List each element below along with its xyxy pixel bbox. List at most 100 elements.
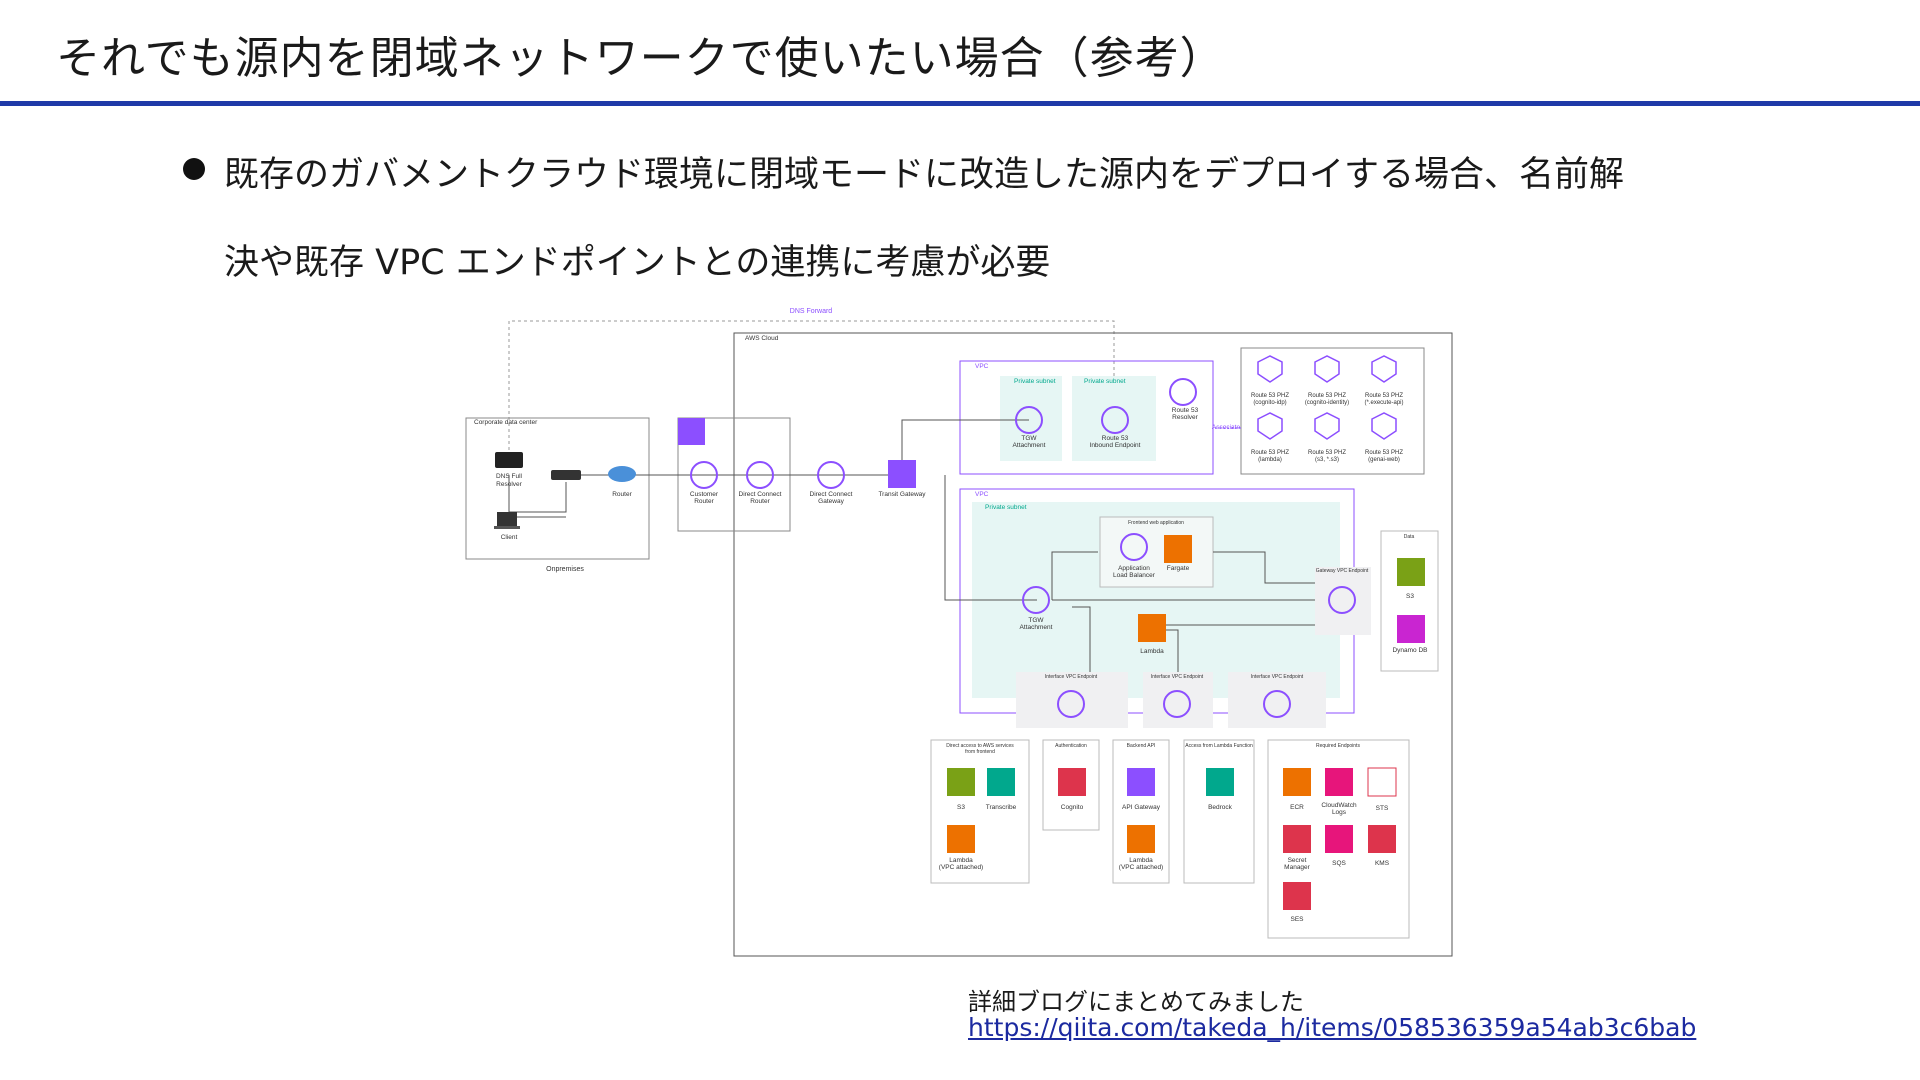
blog-caption: 詳細ブログにまとめてみました (968, 988, 1304, 1016)
fargate-label: Fargate (1167, 565, 1190, 572)
bullet-dot (183, 158, 205, 180)
data-group-label: Data (1404, 534, 1415, 540)
r53-resolver-label-1: Route 53 (1172, 407, 1199, 414)
r53-resolver-label-2: Resolver (1172, 414, 1198, 421)
group-lambda-access-label: Access from Lambda Function (1185, 743, 1253, 749)
link-to-interface-1 (1072, 606, 1091, 672)
phz-group-box (1240, 347, 1425, 475)
cognito-label: Cognito (1061, 804, 1084, 811)
interface-vpce-icon-2 (1163, 690, 1191, 718)
s3-data-icon (1397, 558, 1425, 586)
phz-label-1a: Route 53 PHZ (1251, 393, 1289, 399)
phz-label-3b: (*.execute-api) (1364, 400, 1403, 406)
group-auth (1042, 739, 1100, 831)
phz-label-4a: Route 53 PHZ (1251, 450, 1289, 456)
frontend-app-box (1099, 516, 1214, 588)
lambda-vpc-label-2a: Lambda (1129, 857, 1153, 864)
cloudwatch-logs-label-1: CloudWatch (1321, 802, 1357, 809)
group-auth-label: Authentication (1055, 743, 1087, 749)
vpc-box-top (959, 360, 1214, 475)
s3-label: S3 (957, 804, 965, 811)
cognito-icon (1058, 768, 1086, 796)
alb-label-2: Load Balancer (1113, 572, 1156, 579)
subnet-tgw (1000, 376, 1062, 461)
interface-vpce-label-2: Interface VPC Endpoint (1151, 674, 1204, 680)
lambda-vpc-label-2b: (VPC attached) (1119, 864, 1163, 871)
dc-router-icon (746, 461, 774, 489)
phz-label-4b: (lambda) (1258, 457, 1282, 463)
data-group-box (1380, 530, 1439, 672)
corporate-dc-box (465, 417, 650, 560)
interface-vpce-box-3 (1228, 672, 1326, 728)
phz-label-6a: Route 53 PHZ (1365, 450, 1403, 456)
group-required-label: Required Endpoints (1316, 743, 1360, 749)
phz-icon-cognito-idp (1257, 355, 1283, 383)
dc-gateway-icon (817, 461, 845, 489)
cloudwatch-logs-label-2: Logs (1332, 809, 1347, 816)
client-laptop-icon (494, 512, 520, 529)
link-tgw-vpc-main (944, 475, 1037, 601)
dynamodb-icon (1397, 615, 1425, 643)
phz-icon-cognito-identity (1314, 355, 1340, 383)
corporate-dc-label: Corporate data center (474, 419, 538, 426)
tgw-attachment-main-label-2: Attachment (1020, 624, 1053, 631)
tgw-attachment-main-label-1: TGW (1028, 617, 1044, 624)
group-direct-access (930, 739, 1030, 884)
transit-gateway-label: Transit Gateway (878, 491, 926, 498)
link-to-frontend (1051, 551, 1098, 600)
blog-link[interactable]: https://qiita.com/takeda_h/items/0585363… (968, 1013, 1697, 1042)
bullet-text-line-1: 既存のガバメントクラウド環境に閉域モードに改造した源内をデプロイする場合、名前解 (224, 155, 1625, 195)
dns-full-resolver-label-1: DNS Full (496, 473, 523, 480)
interface-vpce-icon-3 (1263, 690, 1291, 718)
dns-forward-label: DNS Forward (790, 308, 833, 315)
tgw-attachment-top-label-2: Attachment (1013, 442, 1046, 449)
api-gateway-label: API Gateway (1122, 804, 1161, 811)
sts-icon (1367, 767, 1397, 797)
r53-inbound-label-2: Inbound Endpoint (1090, 442, 1141, 449)
phz-icon-genai-web (1371, 412, 1397, 440)
interface-vpce-label-1: Interface VPC Endpoint (1045, 674, 1098, 680)
transcribe-label: Transcribe (986, 804, 1017, 811)
dc-gateway-label-2: Gateway (818, 498, 844, 505)
aws-cloud-label: AWS Cloud (745, 335, 779, 342)
dc-router-label-1: Direct Connect (739, 491, 782, 498)
fargate-icon (1164, 535, 1192, 563)
phz-label-5a: Route 53 PHZ (1308, 450, 1346, 456)
private-subnet-label-3: Private subnet (985, 504, 1027, 511)
kms-label: KMS (1375, 860, 1390, 867)
link-tgw-vpc-top (901, 419, 1029, 475)
lambda-vpc-label-1b: (VPC attached) (939, 864, 983, 871)
router-label: Router (612, 491, 632, 498)
phz-label-3a: Route 53 PHZ (1365, 393, 1403, 399)
lambda-vpc-icon-1 (947, 825, 975, 853)
client-label: Client (501, 534, 518, 541)
ecr-label: ECR (1290, 804, 1304, 811)
lambda-vpc-label-1a: Lambda (949, 857, 973, 864)
secrets-manager-label-1: Secret (1288, 857, 1307, 864)
sts-label: STS (1376, 805, 1389, 812)
group-direct-label-2: from frontend (965, 749, 995, 755)
dc-location-icon (678, 418, 705, 445)
gateway-vpce-label: Gateway VPC Endpoint (1316, 568, 1369, 574)
link-frontend-gw-vpce (1213, 551, 1315, 584)
bedrock-icon (1206, 768, 1234, 796)
alb-icon (1120, 533, 1148, 561)
title-underline (0, 101, 1920, 106)
phz-label-2a: Route 53 PHZ (1308, 393, 1346, 399)
gateway-vpce-box (1315, 567, 1371, 635)
s3-icon (947, 768, 975, 796)
group-direct-label-1: Direct access to AWS services (946, 743, 1014, 749)
lambda-vpc-icon-2 (1127, 825, 1155, 853)
ses-label: SES (1290, 916, 1304, 923)
r53-inbound-label-1: Route 53 (1102, 435, 1129, 442)
api-gateway-icon (1127, 768, 1155, 796)
ecr-icon (1283, 768, 1311, 796)
phz-icon-lambda (1257, 412, 1283, 440)
tgw-attachment-icon-top (1015, 406, 1043, 434)
subnet-inbound (1072, 376, 1156, 461)
sqs-icon (1325, 825, 1353, 853)
dns-resolver-icon (495, 452, 523, 468)
interface-vpce-box-1 (1016, 672, 1128, 728)
dc-gateway-label-1: Direct Connect (810, 491, 853, 498)
